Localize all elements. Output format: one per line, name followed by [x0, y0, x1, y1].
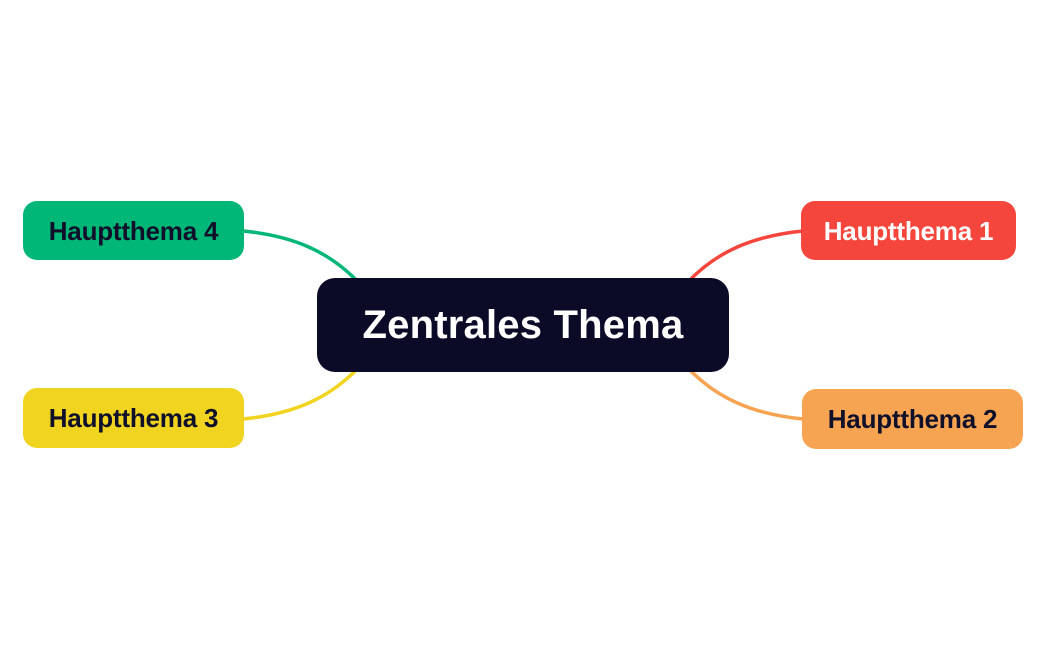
branch-label-hauptthema-3: Hauptthema 3 [48, 403, 219, 433]
connector-hauptthema-3 [241, 365, 361, 421]
central-topic-label: Zentrales Thema [362, 303, 684, 347]
connector-hauptthema-1 [685, 229, 805, 285]
branch-label-hauptthema-2: Hauptthema 2 [827, 404, 998, 434]
branch-node-hauptthema-4[interactable]: Hauptthema 4 [23, 201, 244, 260]
branch-node-hauptthema-2[interactable]: Hauptthema 2 [802, 389, 1023, 449]
branch-label-hauptthema-4: Hauptthema 4 [48, 215, 219, 246]
branch-node-hauptthema-3[interactable]: Hauptthema 3 [23, 388, 244, 448]
central-topic-node[interactable]: Zentrales Thema [317, 278, 729, 372]
branch-node-hauptthema-1[interactable]: Hauptthema 1 [801, 201, 1016, 260]
connector-hauptthema-4 [241, 229, 361, 285]
connector-hauptthema-2 [685, 365, 805, 421]
branch-label-hauptthema-1: Hauptthema 1 [823, 215, 994, 246]
